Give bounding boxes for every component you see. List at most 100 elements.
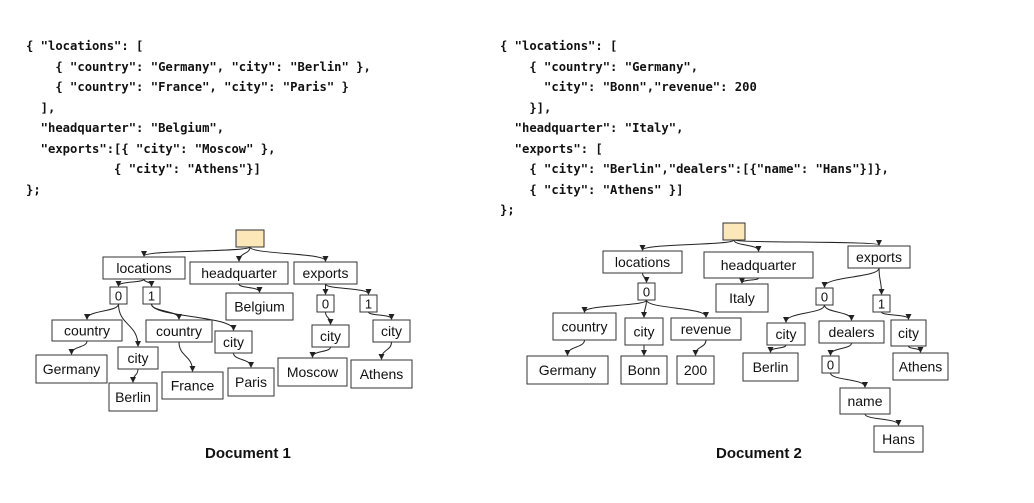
tree-node: city <box>117 346 159 370</box>
tree-node: city <box>311 324 350 348</box>
tree-edge <box>236 246 251 262</box>
node-box <box>142 286 161 305</box>
tree-node: revenue <box>670 317 742 341</box>
node-box <box>602 250 683 274</box>
node-label: Italy <box>729 290 755 306</box>
node-box <box>35 354 108 384</box>
node-label: exports <box>303 265 349 281</box>
node-box <box>189 261 289 285</box>
tree-edge <box>238 283 263 293</box>
node-box <box>359 294 378 313</box>
document-2-json-code: { "locations": [ { "country": "Germany",… <box>500 36 889 221</box>
tree-node: Athens <box>892 352 949 381</box>
node-label: city <box>634 324 655 340</box>
tree-node: Moscow <box>277 357 348 387</box>
code-line: { "city": "Athens" }] <box>500 182 684 197</box>
node-label: locations <box>615 254 670 270</box>
tree-node: Athens <box>350 359 413 389</box>
node-box <box>872 294 891 313</box>
node-label: Athens <box>899 359 943 375</box>
code-line: { "locations": [ <box>500 39 618 53</box>
tree-edge <box>733 239 882 246</box>
node-label: city <box>128 350 149 366</box>
node-label: locations <box>116 260 171 276</box>
tree-edge <box>141 246 251 257</box>
code-line: "city": "Bonn","revenue": 200 <box>500 80 757 94</box>
node-box <box>676 355 715 385</box>
tree-node: France <box>161 371 224 400</box>
node-label: Paris <box>235 374 267 390</box>
code-line: { "city": "Athens"}] <box>26 162 261 176</box>
tree-node: city <box>624 317 664 346</box>
tree-edge <box>821 267 880 288</box>
tree-edge <box>143 278 155 287</box>
node-label: city <box>223 334 244 350</box>
tree-edge <box>249 246 329 262</box>
tree-edge <box>115 278 145 287</box>
node-label: 0 <box>821 290 828 305</box>
tree-edge <box>368 311 395 320</box>
tree-node: country <box>51 319 123 342</box>
node-box <box>350 359 413 389</box>
node-label: 0 <box>115 289 122 304</box>
node-box <box>526 355 609 385</box>
tree-node: 1 <box>359 294 378 313</box>
code-line: }; <box>26 182 41 197</box>
node-label: headquarter <box>201 265 277 281</box>
tree-node: headquarter <box>703 251 814 279</box>
tree-edge <box>151 303 237 331</box>
tree-node: Italy <box>715 283 769 313</box>
tree-edge <box>824 304 855 321</box>
code-line: "exports":[{ "city": "Moscow" }, <box>26 141 276 156</box>
tree-edge <box>642 272 650 283</box>
node-box <box>316 294 335 313</box>
node-box <box>670 317 742 341</box>
tree-edge <box>881 311 912 320</box>
node-label: 0 <box>322 297 329 312</box>
tree-node: 200 <box>676 355 715 385</box>
node-box <box>311 324 350 348</box>
node-label: headquarter <box>721 257 797 273</box>
node-label: 200 <box>684 362 708 378</box>
node-box <box>703 251 814 279</box>
node-label: Moscow <box>287 364 339 380</box>
tree-edge <box>378 341 392 360</box>
tree-node: Hans <box>873 425 924 453</box>
tree-node: Germany <box>35 354 108 384</box>
code-line: "headquarter": "Italy", <box>500 121 684 135</box>
node-box <box>715 283 769 313</box>
code-line: { "country": "France", "city": "Paris" } <box>26 80 349 94</box>
node-label: 1 <box>878 297 885 312</box>
tree-node: Berlin <box>742 352 799 382</box>
code-line: { "country": "Germany", "city": "Berlin"… <box>26 59 371 74</box>
node-label: city <box>381 323 402 339</box>
tree-edge <box>733 239 762 252</box>
tree-node: country <box>552 312 617 341</box>
tree-nodes: locations headquarter exports 0 1 countryGerm… <box>35 222 949 453</box>
code-line: }; <box>500 203 515 217</box>
node-label: 0 <box>643 285 650 300</box>
node-box <box>637 282 656 301</box>
node-box <box>766 322 806 346</box>
node-box <box>742 352 799 382</box>
tree-edge <box>68 340 88 355</box>
tree-edges <box>68 239 924 426</box>
tree-node: city <box>372 319 411 343</box>
document-2-caption: Document 2 <box>716 445 802 462</box>
tree-node: country <box>145 319 213 343</box>
node-box <box>624 317 664 346</box>
document-1-caption: Document 1 <box>205 445 291 462</box>
tree-node: 0 <box>815 287 834 306</box>
tree-edge <box>233 352 254 368</box>
node-box <box>293 261 358 285</box>
node-box <box>225 292 294 321</box>
tree-node: locations <box>102 256 186 280</box>
node-box <box>227 367 275 397</box>
tree-node: exports <box>847 245 911 269</box>
tree-node: Berlin <box>108 382 158 412</box>
tree-node: 1 <box>872 294 891 313</box>
node-label: Berlin <box>753 359 789 375</box>
tree-node: city <box>766 322 806 346</box>
node-box <box>109 286 128 305</box>
